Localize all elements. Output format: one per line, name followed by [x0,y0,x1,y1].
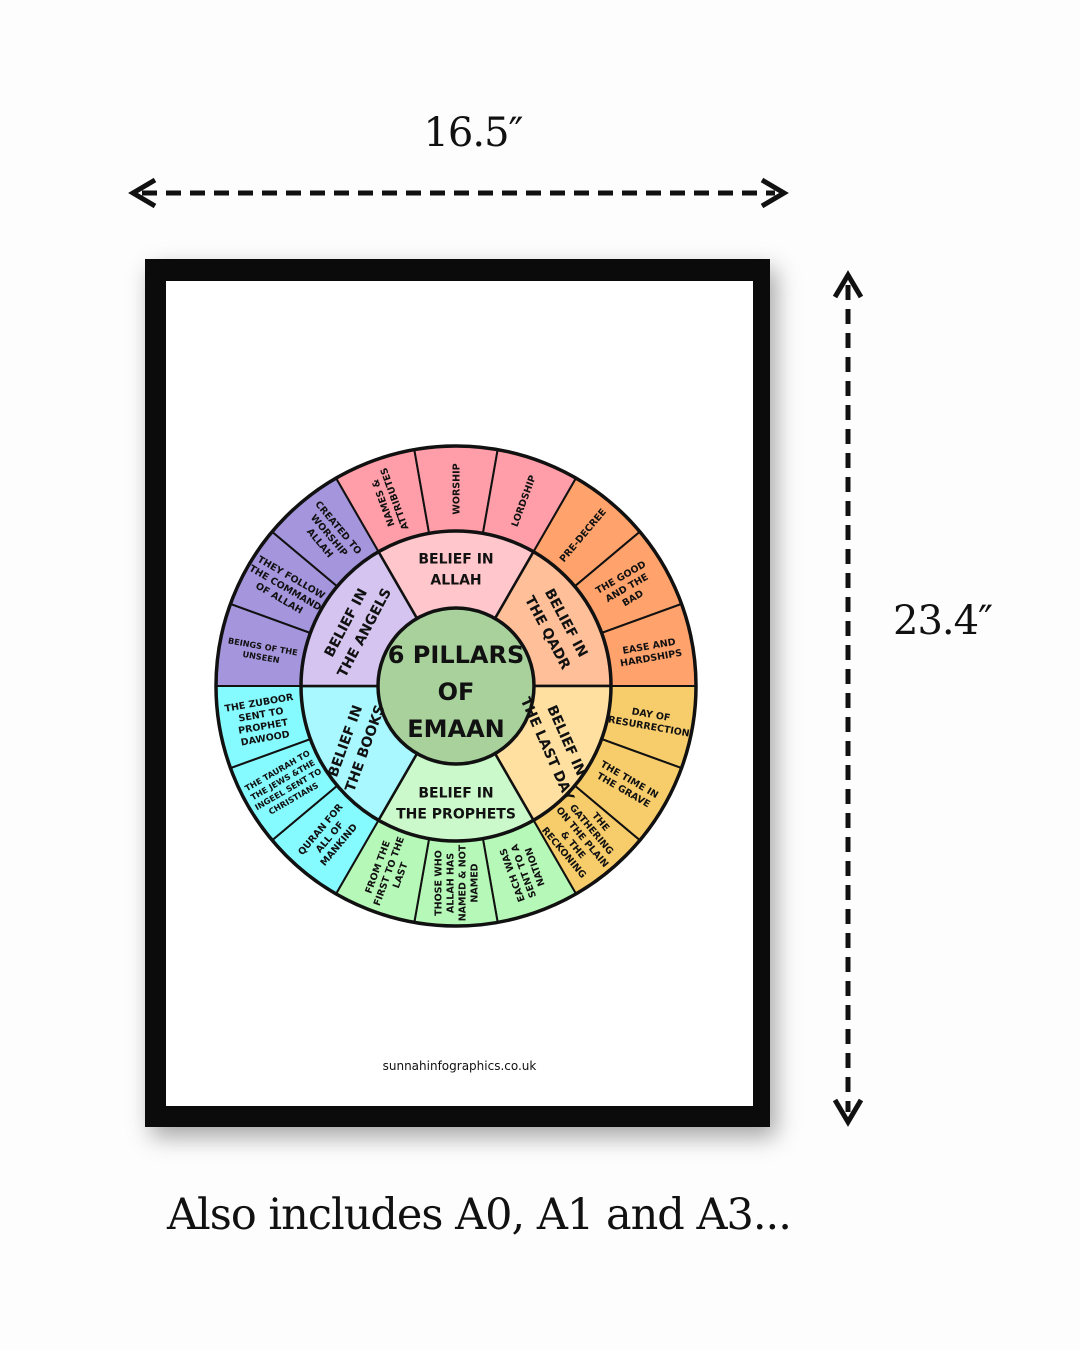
text-line: ALLAH HAS [445,853,456,913]
text-line: THE PROPHETS [396,807,516,823]
center-title-line: EMAAN [407,715,505,743]
arrow-down-icon [832,1098,864,1127]
text-line: NAMED & NOT [457,844,468,921]
text-line: NAMED [469,863,480,902]
wheel-center [376,606,536,766]
pillar-item-label: THE ZUBOORSENT TOPROPHETDAWOOD [224,692,301,750]
text-line: THOSE WHO [433,850,444,916]
pillar-item-label: CREATED TOWORSHIPALLAH [294,499,363,572]
text-line: WORSHIP [451,463,462,514]
center-title-line: 6 PILLARS [388,641,525,669]
poster-url: sunnahinfographics.co.uk [382,1059,537,1073]
pillar-item-label: THOSE WHOALLAH HASNAMED & NOTNAMED [433,844,480,921]
text-line: BELIEF IN [418,552,493,568]
pillar-label: BELIEF IN THE PROPHETS [396,786,516,823]
center-title: 6 PILLARS OF EMAAN [388,641,525,743]
arrow-right-icon [760,177,789,209]
width-arrow [128,177,789,209]
text-line: ALLAH [430,573,481,589]
arrow-up-icon [832,270,864,299]
wheel-outer-ring [214,444,698,928]
arrow-left-icon [128,177,157,209]
center-title-line: OF [438,678,475,706]
text-line: BELIEF IN [418,786,493,802]
pillar-label: BELIEF IN ALLAH [418,552,493,589]
pillar-item-label: WORSHIP [451,463,462,514]
tagline: Also includes A0, A1 and A3... [167,1190,792,1240]
height-arrow [832,270,864,1127]
wheel-middle-ring [299,529,613,843]
height-dimension-label: 23.4″ [893,598,993,644]
width-dimension-label: 16.5″ [423,110,523,156]
